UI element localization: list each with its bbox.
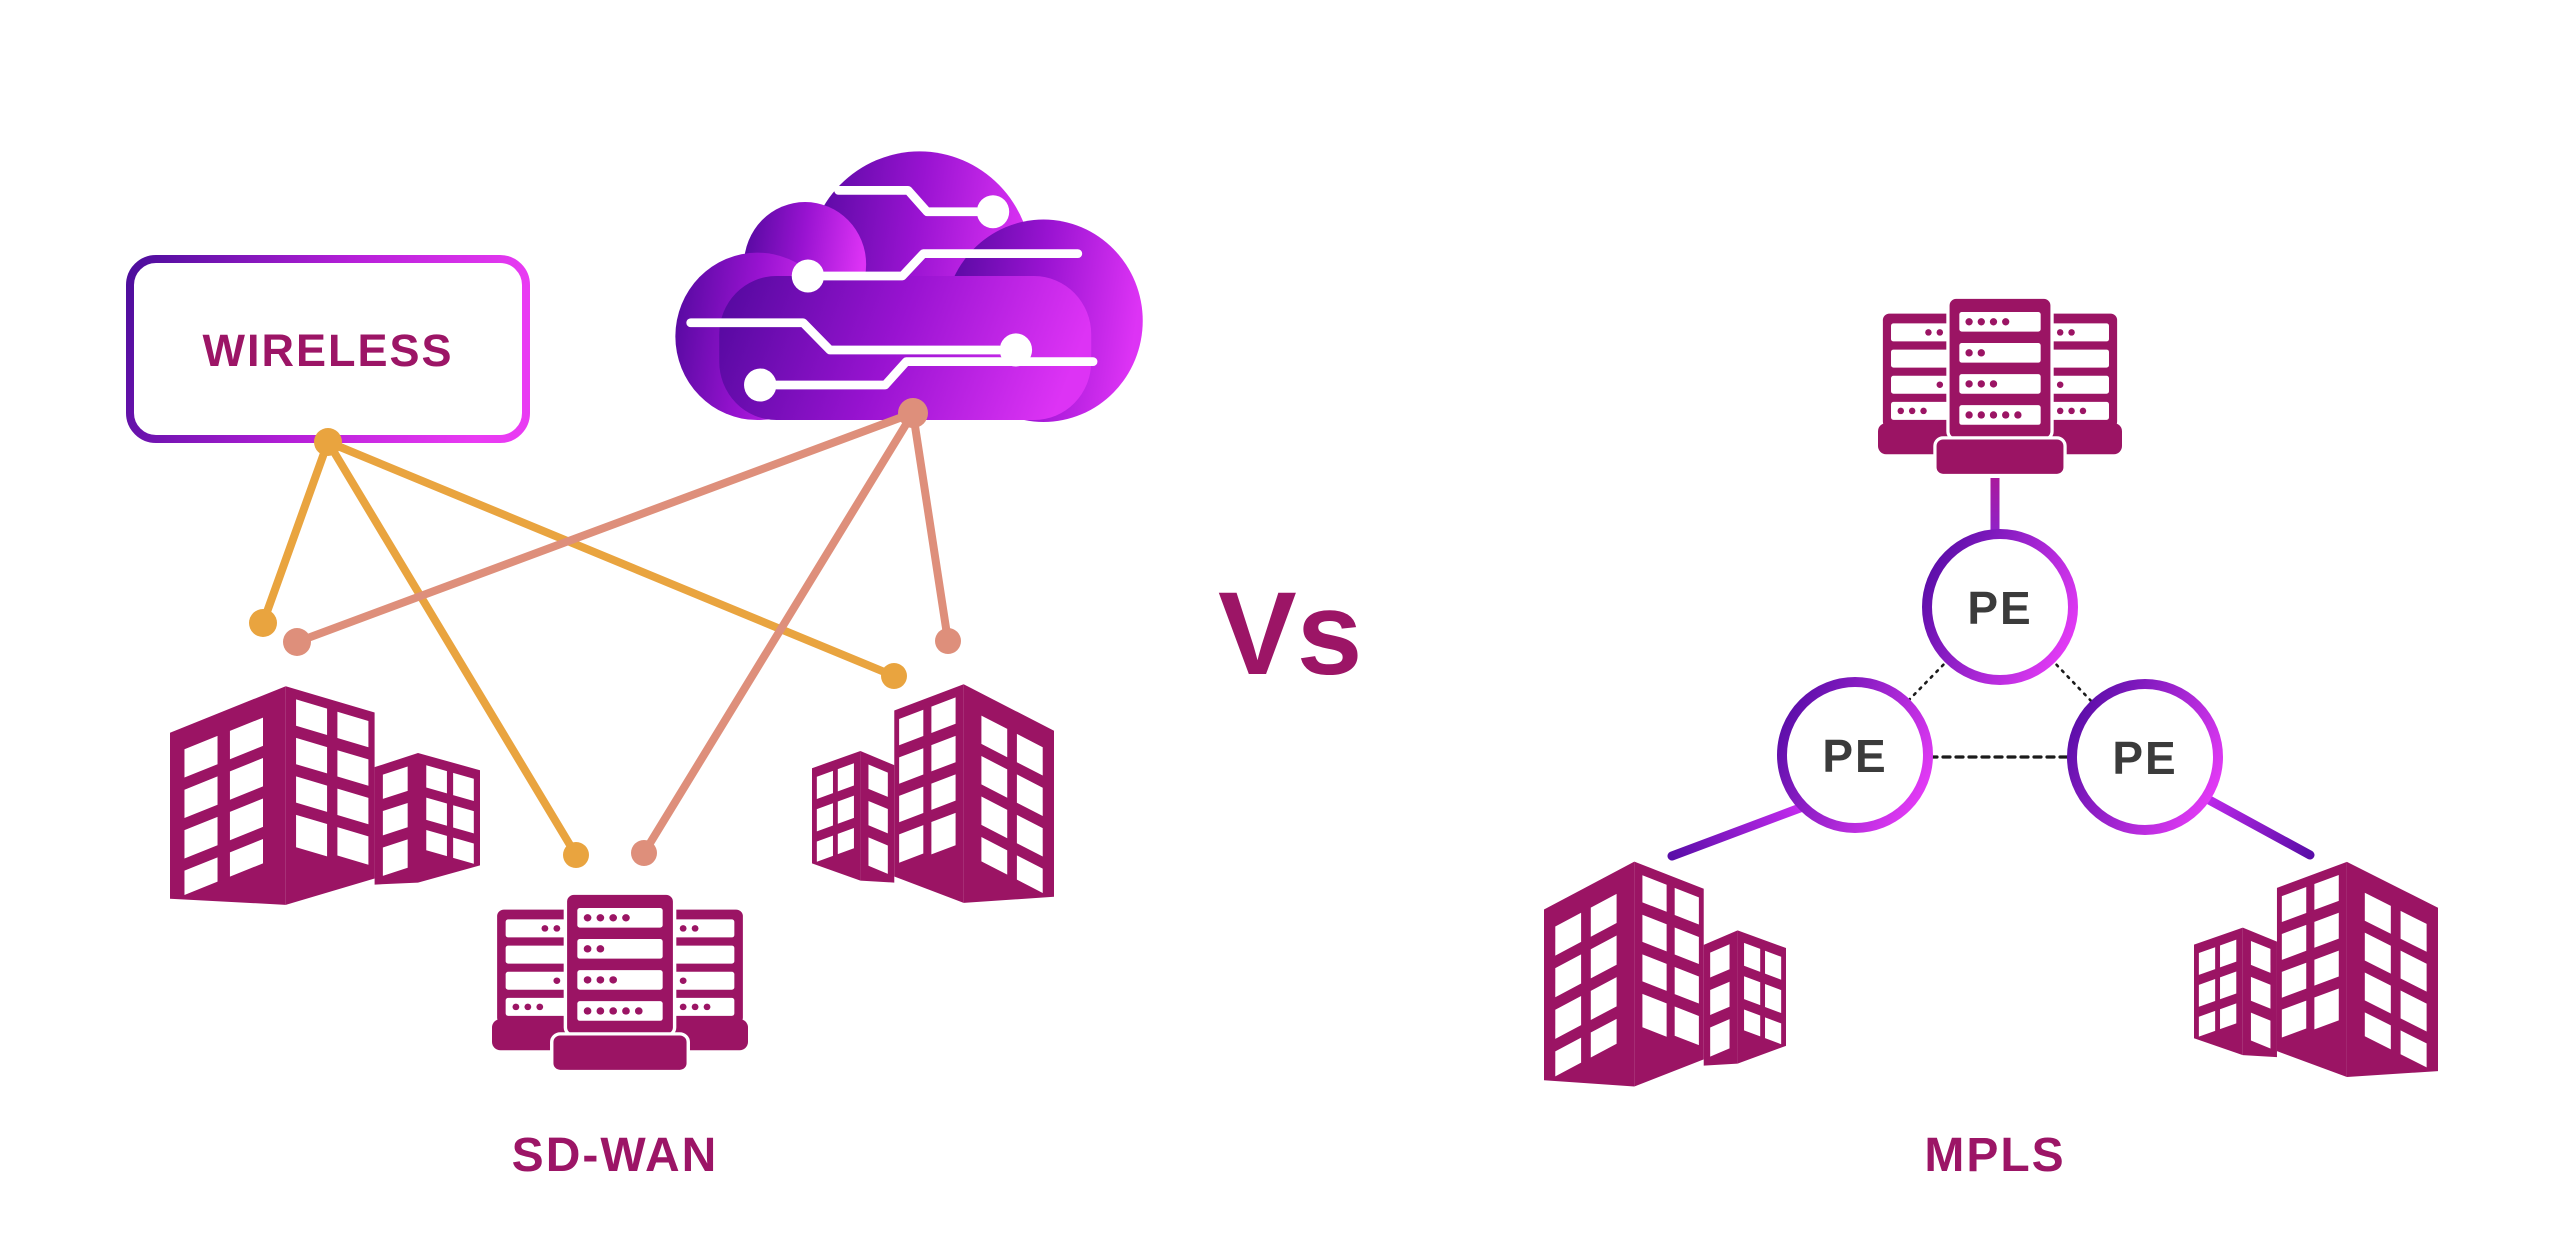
mpls-title: MPLS — [1924, 1129, 2066, 1182]
pe-circle — [2067, 679, 2223, 835]
building-icon-mpls-right — [2194, 861, 2438, 1078]
sdwan-title: SD-WAN — [511, 1129, 719, 1182]
pe-label: PE — [2112, 732, 2177, 784]
pe-node-top: PE — [1922, 529, 2078, 685]
building-icon-mpls-left — [1544, 861, 1786, 1087]
pe-node-right: PE — [2067, 679, 2223, 835]
pe-circle — [1777, 677, 1933, 833]
cloud-circuit-icon — [662, 130, 1158, 422]
wireless-label: WIRELESS — [202, 325, 453, 376]
server-icon-sdwan — [492, 891, 748, 1074]
versus-label: Vs — [1218, 568, 1363, 700]
pe-dotted-links — [1904, 657, 2096, 759]
pe-circle — [1922, 529, 2078, 685]
building-icon-sdwan-left — [170, 686, 480, 905]
server-icon-mpls — [1878, 295, 2122, 478]
building-icon-sdwan-right — [812, 684, 1054, 903]
wireless-box: WIRELESS — [126, 255, 530, 443]
pe-label: PE — [1967, 582, 2032, 634]
pe-label: PE — [1822, 730, 1887, 782]
pe-node-left: PE — [1777, 677, 1933, 833]
